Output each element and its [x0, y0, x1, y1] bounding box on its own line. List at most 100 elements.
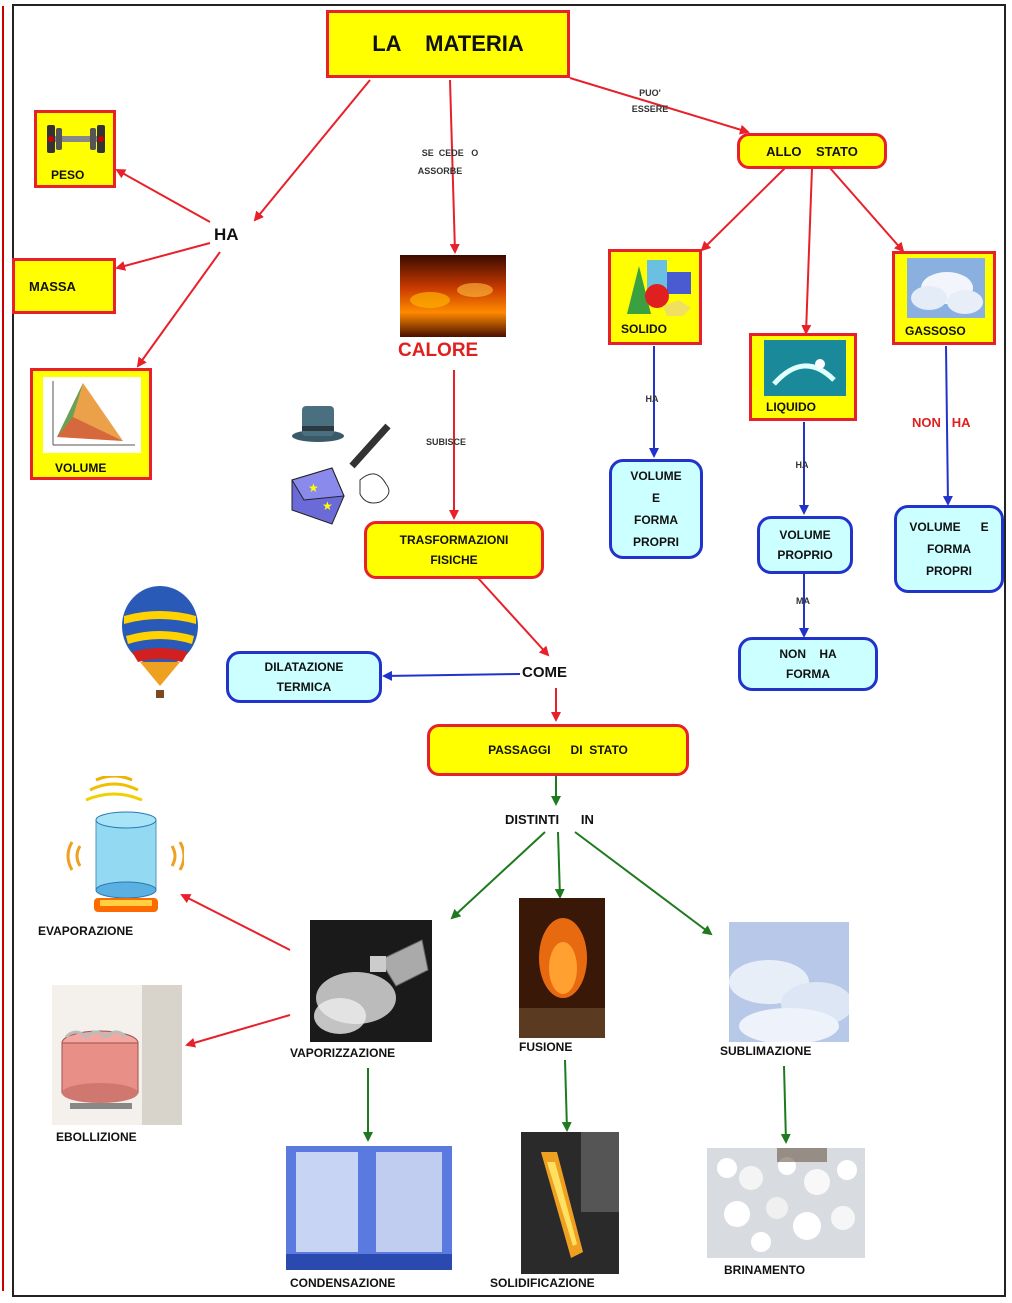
trasformazioni-box: TRASFORMAZIONI FISICHE — [364, 521, 544, 579]
frost-image — [707, 1148, 865, 1258]
massa-box: MASSA — [12, 258, 116, 314]
title-box: LA MATERIA — [326, 10, 570, 78]
boiling-pot-image — [52, 985, 182, 1125]
dilatazione-line1: DILATAZIONE — [264, 660, 344, 674]
ma-label: MA — [796, 596, 810, 606]
trasformazioni-line2: FISICHE — [430, 553, 478, 567]
ha-label: HA — [214, 225, 239, 244]
water-splash-image — [764, 340, 846, 396]
liquido-props-box: VOLUME PROPRIO — [757, 516, 853, 574]
volume-label: VOLUME — [55, 461, 107, 475]
title-text: LA MATERIA — [372, 31, 524, 56]
allo-stato-box: ALLO STATO — [737, 133, 887, 169]
come-label: COME — [522, 664, 567, 681]
forge-metal-image — [521, 1132, 619, 1274]
distinti-label: DISTINTI IN — [505, 812, 594, 827]
arrow-distinti-sublim — [574, 831, 713, 936]
svg-text:★: ★ — [322, 499, 333, 513]
liquido-label: LIQUIDO — [766, 400, 816, 414]
arrow-trasf-come — [477, 577, 550, 657]
arrow-materia-calore — [449, 79, 460, 254]
left-margin-line — [2, 6, 4, 1291]
evaporazione-caption: EVAPORAZIONE — [38, 924, 134, 938]
liquido-box: LIQUIDO — [749, 333, 857, 421]
allo-stato-label: ALLO STATO — [766, 143, 858, 159]
gassoso-props-box: VOLUME E FORMA PROPRI — [894, 505, 1004, 593]
fire-image — [400, 255, 506, 337]
arrow-fusione-solidif — [561, 1059, 572, 1132]
solido-props-line2: E — [651, 491, 660, 505]
arrow-distinti-fusione — [554, 831, 565, 899]
arrow-stato-solido — [700, 167, 786, 252]
arrow-come-dilatazione — [382, 670, 521, 681]
clouds-image — [907, 258, 985, 318]
passaggi-label: PASSAGGI DI STATO — [488, 743, 628, 757]
solidificazione-caption: SOLIDIFICAZIONE — [490, 1276, 595, 1290]
puo-label: PUO' — [639, 88, 661, 98]
massa-label: MASSA — [29, 278, 76, 294]
passaggi-box: PASSAGGI DI STATO — [427, 724, 689, 776]
liquido-props-line2: PROPRIO — [777, 548, 833, 562]
solido-props-box: VOLUME E FORMA PROPRI — [609, 459, 703, 559]
solido-label: SOLIDO — [621, 322, 668, 336]
steam-iron-image — [310, 920, 432, 1042]
vaporizzazione-caption: VAPORIZZAZIONE — [290, 1046, 396, 1060]
hot-air-balloon-icon — [122, 586, 198, 698]
sublimazione-caption: SUBLIMAZIONE — [720, 1044, 812, 1058]
dilatazione-box: DILATAZIONE TERMICA — [226, 651, 382, 703]
peso-box: PESO — [34, 110, 116, 188]
magic-hat-icon: ★★ — [291, 406, 391, 525]
snow-clouds-image — [729, 922, 849, 1042]
non-ha-forma-box: NON HA FORMA — [738, 637, 878, 691]
ha-liquido-label: HA — [795, 460, 809, 470]
gassoso-box: GASSOSO — [892, 251, 996, 345]
ebollizione-caption: EBOLLIZIONE — [56, 1130, 137, 1144]
trasformazioni-line1: TRASFORMAZIONI — [399, 533, 509, 547]
evaporation-image — [66, 776, 184, 912]
non-ha-forma-line2: FORMA — [786, 667, 830, 681]
arrow-materia-stato — [569, 77, 750, 135]
arrow-vapor-ebollizione — [185, 1014, 291, 1048]
assorbe-label: ASSORBE — [417, 166, 463, 176]
calore-label: CALORE — [398, 340, 479, 361]
gassoso-props-line2: FORMA — [927, 542, 971, 556]
ha-solido-label: HA — [645, 394, 659, 404]
page-frame — [12, 4, 1006, 1297]
arrow-distinti-vapor — [450, 831, 546, 920]
arrow-gassoso-box — [942, 345, 953, 506]
non-ha-label: NON HA — [912, 415, 971, 430]
gassoso-props-line1: VOLUME E — [909, 520, 989, 534]
fusione-caption: FUSIONE — [519, 1040, 573, 1054]
solido-props-line3: FORMA — [634, 513, 678, 527]
peso-label: PESO — [51, 168, 85, 182]
solid-shapes-icon — [627, 260, 691, 316]
arrow-ha-massa — [115, 242, 211, 271]
volume-box: VOLUME — [30, 368, 152, 480]
arrow-sublim-brin — [780, 1065, 791, 1144]
geometry-volume-icon — [43, 377, 141, 453]
brinamento-caption: BRINAMENTO — [724, 1263, 806, 1277]
frosted-window-image — [286, 1146, 452, 1270]
dilatazione-line2: TERMICA — [276, 680, 332, 694]
arrow-ha-volume — [136, 251, 221, 368]
arrow-ha-peso — [115, 169, 211, 223]
subisce-label: SUBISCE — [425, 437, 466, 447]
solido-props-line1: VOLUME — [630, 469, 682, 483]
non-ha-forma-line1: NON HA — [779, 647, 837, 661]
arrow-vapor-evaporazione — [180, 894, 291, 951]
essere-label: ESSERE — [631, 104, 669, 114]
svg-text:★: ★ — [308, 481, 319, 495]
dumbbell-icon — [47, 125, 105, 153]
liquido-props-line1: VOLUME — [779, 528, 831, 542]
molten-metal-image — [519, 898, 605, 1038]
se-cede-label: SE CEDE O — [421, 148, 479, 158]
arrow-stato-gassoso — [829, 167, 905, 253]
gassoso-label: GASSOSO — [905, 324, 966, 338]
arrow-materia-ha — [253, 79, 371, 222]
solido-props-line4: PROPRI — [632, 535, 679, 549]
arrow-stato-liquido — [801, 167, 813, 335]
condensazione-caption: CONDENSAZIONE — [290, 1276, 396, 1290]
gassoso-props-line3: PROPRI — [925, 564, 972, 578]
solido-box: SOLIDO — [608, 249, 702, 345]
